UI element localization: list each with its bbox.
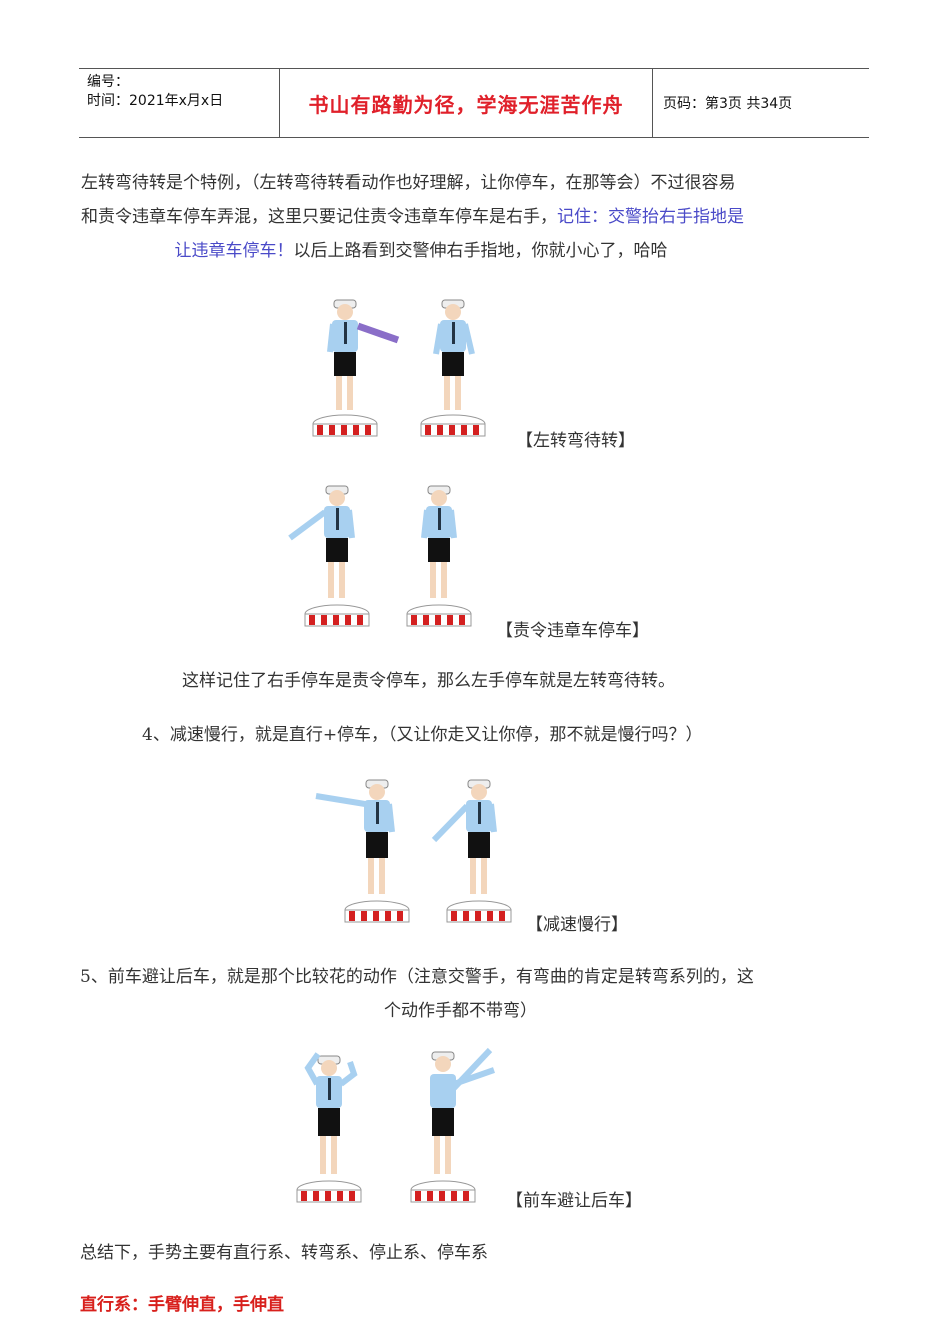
officer-figure bbox=[315, 779, 410, 923]
figure-left-turn-wait bbox=[310, 288, 500, 444]
figure-order-stop bbox=[282, 474, 482, 634]
item-4-line: 4、减速慢行，就是直行+停车，（又让你走又让你停，那不就是慢行吗？） bbox=[142, 725, 703, 745]
document-time: 时间：2021年x月x日 bbox=[87, 93, 224, 109]
straight-heading: 直行系：手臂伸直，手伸直 bbox=[80, 1295, 284, 1315]
officer-figure bbox=[296, 1052, 362, 1203]
figure-slow-down bbox=[312, 768, 522, 930]
intro-line-3-text: 以后上路看到交警伸右手指地，你就小心了，哈哈 bbox=[293, 241, 668, 261]
item-5-line-2: 个动作手都不带弯） bbox=[384, 1001, 537, 1021]
officer-pair-illustration bbox=[288, 485, 472, 627]
officer-figure bbox=[420, 299, 486, 437]
officer-figure bbox=[288, 485, 370, 627]
item-5-paragraph: 5、前车避让后车，就是那个比较花的动作（注意交警手，有弯曲的肯定是转弯系列的，这… bbox=[80, 960, 870, 1028]
caption-left-turn-wait: 【左转弯待转】 bbox=[516, 431, 635, 451]
summary-line: 总结下，手势主要有直行系、转弯系、停止系、停车系 bbox=[80, 1243, 488, 1263]
caption-slow-down: 【减速慢行】 bbox=[526, 915, 628, 935]
caption-order-stop: 【责令违章车停车】 bbox=[496, 621, 649, 641]
intro-line-2-text: 和责令违章车停车弄混，这里只要记住责令违章车停车是右手， bbox=[81, 207, 557, 227]
intro-highlight-2: 让违章车停车！ bbox=[174, 241, 294, 261]
officer-pair-illustration bbox=[315, 779, 512, 923]
intro-line-2: 和责令违章车停车弄混，这里只要记住责令违章车停车是右手，记住：交警抬右手指地是 bbox=[81, 200, 871, 234]
caption-yield: 【前车避让后车】 bbox=[506, 1191, 642, 1211]
header-page-info: 页码：第3页 共34页 bbox=[653, 69, 869, 137]
intro-paragraph: 左转弯待转是个特例，（左转弯待转看动作也好理解，让你停车，在那等会）不过很容易 … bbox=[81, 166, 871, 268]
document-number: 编号： bbox=[87, 74, 129, 90]
remember-line: 这样记住了右手停车是责令停车，那么左手停车就是左转弯待转。 bbox=[182, 671, 675, 691]
officer-figure bbox=[312, 299, 400, 437]
officer-figure bbox=[431, 779, 512, 923]
page-header: 编号： 时间：2021年x月x日 书山有路勤为径，学海无涯苦作舟 页码：第3页 … bbox=[79, 68, 869, 138]
officer-figure bbox=[406, 485, 472, 627]
officer-pair-illustration bbox=[312, 299, 486, 437]
intro-line-3: 让违章车停车！以后上路看到交警伸右手指地，你就小心了，哈哈 bbox=[81, 234, 761, 268]
intro-line-1: 左转弯待转是个特例，（左转弯待转看动作也好理解，让你停车，在那等会）不过很容易 bbox=[81, 173, 736, 193]
officer-pair-illustration bbox=[296, 1047, 495, 1203]
intro-highlight-1: 记住：交警抬右手指地是 bbox=[557, 207, 744, 227]
header-motto-cell: 书山有路勤为径，学海无涯苦作舟 bbox=[280, 69, 653, 137]
item-5-line-1: 5、前车避让后车，就是那个比较花的动作（注意交警手，有弯曲的肯定是转弯系列的，这 bbox=[80, 967, 754, 987]
motto: 书山有路勤为径，学海无涯苦作舟 bbox=[308, 92, 624, 117]
figure-yield bbox=[290, 1044, 510, 1210]
page-number: 页码：第3页 共34页 bbox=[663, 96, 793, 112]
officer-figure bbox=[410, 1047, 495, 1203]
header-meta: 编号： 时间：2021年x月x日 bbox=[79, 69, 280, 137]
